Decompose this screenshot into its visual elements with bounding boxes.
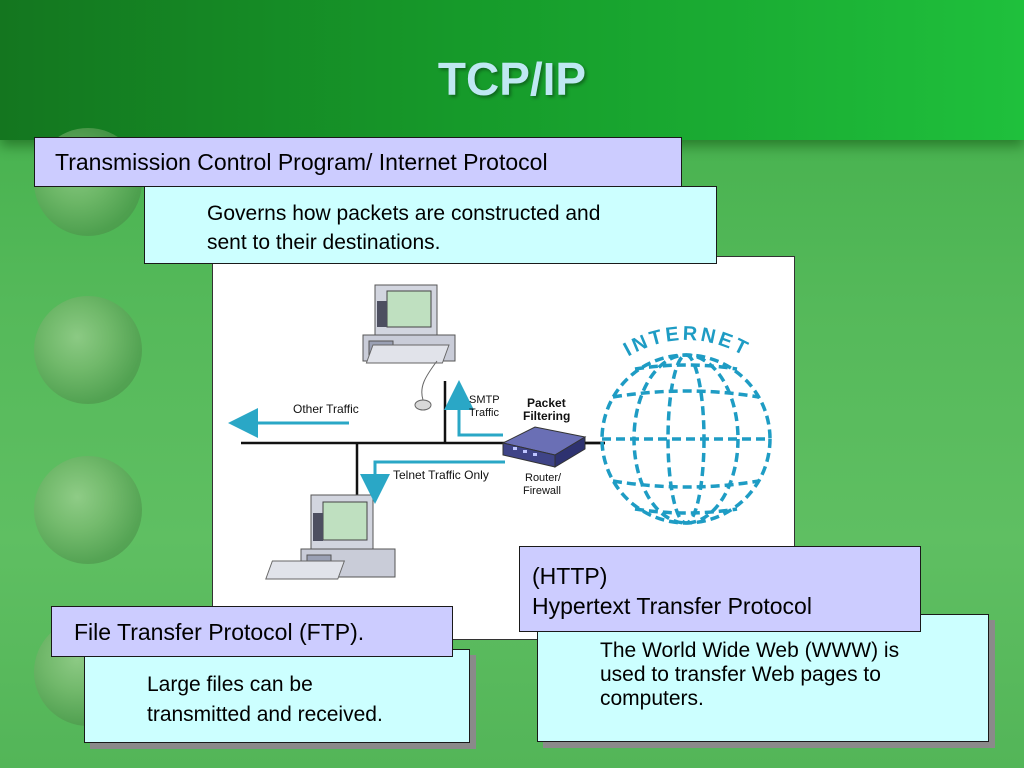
smtp-traffic-label-line1: SMTP xyxy=(469,394,500,406)
telnet-traffic-arrow xyxy=(360,460,505,504)
smtp-traffic-arrow xyxy=(444,380,503,437)
packet-filtering-label-line2: Filtering xyxy=(523,409,570,423)
slide-title: TCP/IP xyxy=(437,53,587,105)
ftp-description-box: Large files can be transmitted and recei… xyxy=(84,649,470,743)
tcpip-description-line-2: sent to their destinations. xyxy=(207,231,441,255)
www-description-box: The World Wide Web (WWW) is used to tran… xyxy=(537,614,989,742)
ftp-description-line-1: Large files can be xyxy=(147,673,313,696)
http-name-box: (HTTP) Hypertext Transfer Protocol xyxy=(519,546,921,632)
tcpip-name-text: Transmission Control Program/ Internet P… xyxy=(55,149,548,175)
www-description-line-3: computers. xyxy=(600,687,704,711)
header-band xyxy=(0,0,1024,140)
smtp-traffic-label-line2: Traffic xyxy=(469,407,499,419)
ftp-name-box: File Transfer Protocol (FTP). xyxy=(51,606,453,657)
lower-computer-icon xyxy=(265,494,396,580)
decorative-globe-3 xyxy=(34,456,142,564)
network-diagram-svg: Other Traffic SMTP Traffic Packet Filter… xyxy=(228,284,772,580)
ftp-description-line-2: transmitted and received. xyxy=(147,703,383,727)
http-full-name: Hypertext Transfer Protocol xyxy=(532,592,812,619)
other-traffic-label: Other Traffic xyxy=(293,402,359,416)
ftp-name-text: File Transfer Protocol (FTP). xyxy=(74,619,365,645)
tcpip-description-line-1: Governs how packets are constructed and xyxy=(207,202,601,225)
decorative-globe-2 xyxy=(34,296,142,404)
internet-globe-icon xyxy=(600,353,772,525)
router-firewall-icon xyxy=(501,426,587,468)
upper-computer-icon xyxy=(362,284,456,411)
router-firewall-label-line2: Firewall xyxy=(523,485,561,497)
tcpip-description-box: Governs how packets are constructed and … xyxy=(144,186,717,264)
packet-filtering-label-line1: Packet xyxy=(527,396,566,410)
www-description-line-1: The World Wide Web (WWW) is xyxy=(600,639,900,662)
router-firewall-label-line1: Router/ xyxy=(525,472,562,484)
telnet-traffic-label: Telnet Traffic Only xyxy=(393,468,489,482)
http-abbreviation: (HTTP) xyxy=(532,563,608,589)
tcpip-name-box: Transmission Control Program/ Internet P… xyxy=(34,137,682,187)
www-description-line-2: used to transfer Web pages to xyxy=(600,663,881,687)
